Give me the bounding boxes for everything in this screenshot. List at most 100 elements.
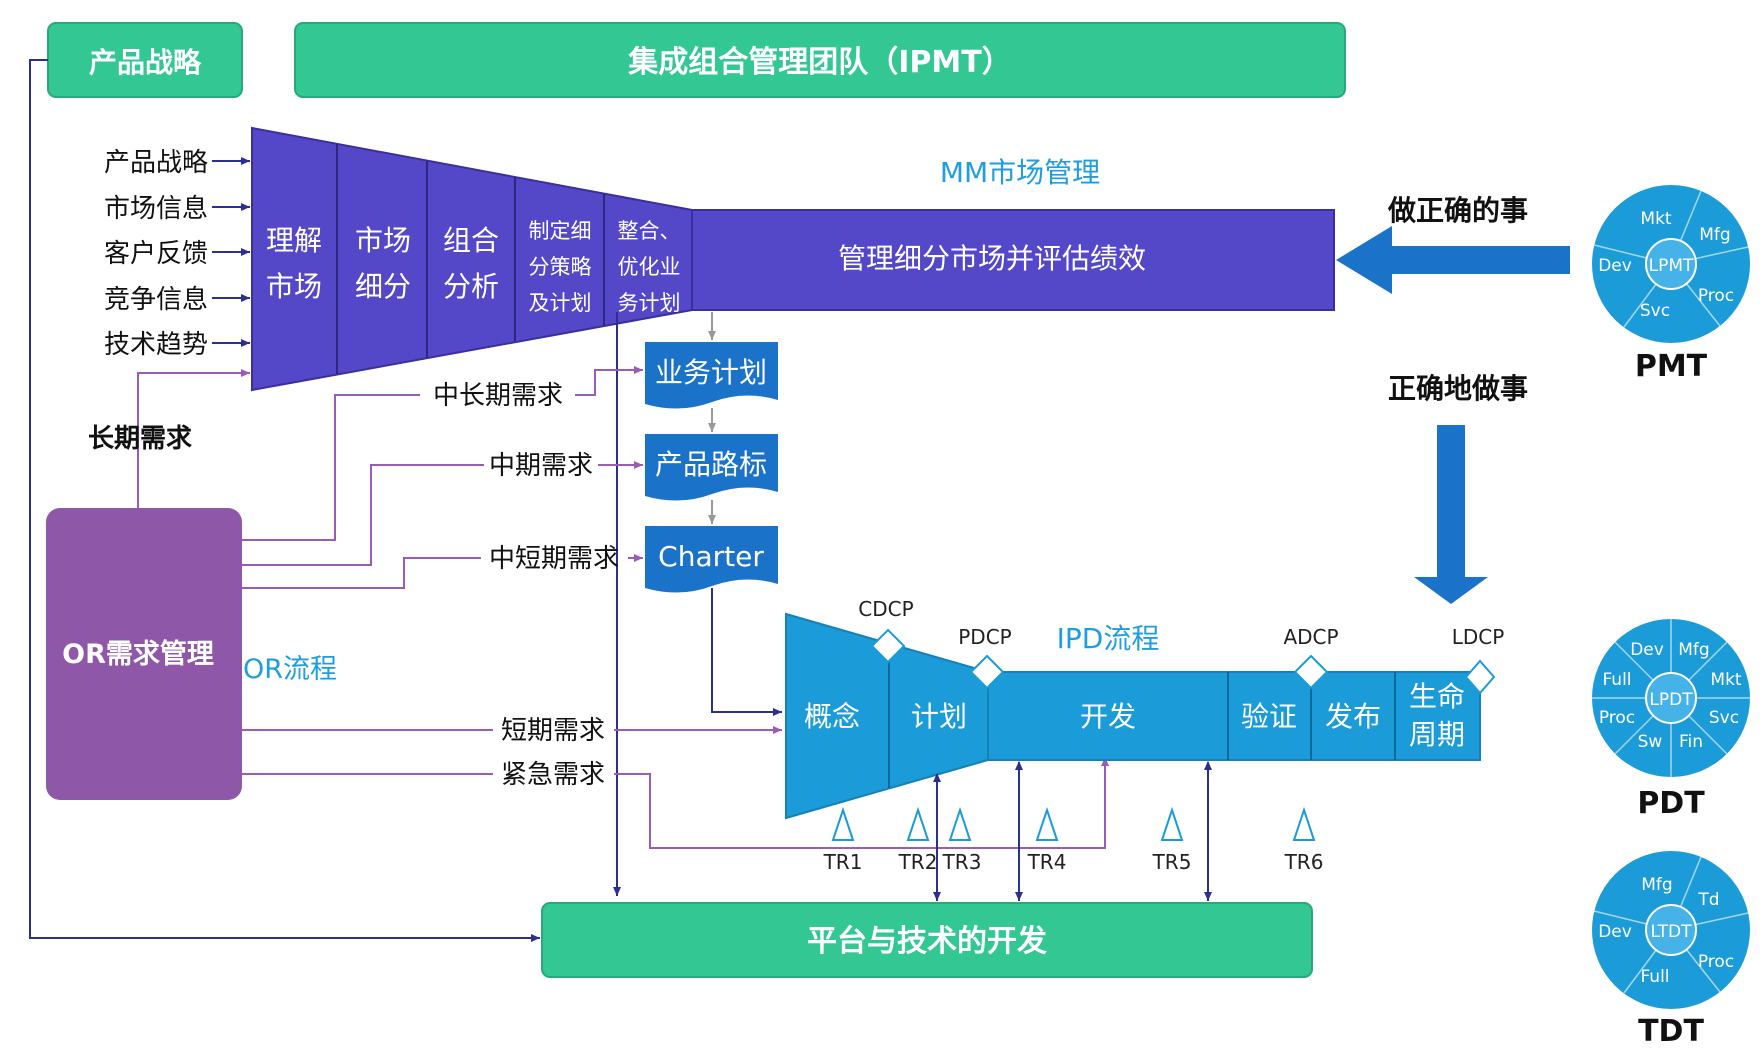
- ipd-bar: [987, 671, 1481, 761]
- tr-label: TR1: [823, 850, 863, 874]
- technical-reviews: TR1 TR2 TR3 TR4 TR5 TR6: [823, 806, 1324, 874]
- tr6-triangle: [1292, 806, 1316, 841]
- decision-label: CDCP: [858, 597, 913, 621]
- mid-long-label: 中长期需求: [433, 381, 563, 411]
- demand-labels: 中长期需求 中期需求 中短期需求 短期需求 紧急需求: [433, 381, 619, 790]
- mm-stage-1-line: 市场: [266, 270, 322, 303]
- pmt-item: Dev: [1598, 256, 1632, 276]
- mm-title: MM市场管理: [940, 156, 1100, 189]
- mid-short-label: 中短期需求: [489, 544, 619, 574]
- platform-box: [541, 902, 1313, 978]
- mm-stage-4-line: 制定细: [529, 219, 592, 243]
- pmt-item: Mkt: [1640, 209, 1672, 229]
- tr5-triangle: [1160, 806, 1184, 841]
- mm-bar-label: 管理细分市场并评估绩效: [838, 242, 1146, 275]
- pdt-center: LPDT: [1649, 690, 1693, 710]
- tdt-item: Dev: [1598, 922, 1632, 942]
- mm-stage-2-line: 细分: [355, 270, 411, 303]
- ipd-stage-labels: 概念 计划 开发 验证 发布 生命 周期: [804, 680, 1465, 751]
- adcp-diamond: [1293, 654, 1329, 690]
- mm-stage-labels: 理解 市场 市场 细分 组合 分析 制定细 分策略 及计划 整合、 优化业 务计…: [266, 219, 681, 315]
- product-strategy-label: 产品战略: [89, 46, 202, 79]
- tdt-item: Proc: [1698, 952, 1734, 972]
- mm-stage-5-line: 务计划: [618, 291, 681, 315]
- pdt-item: Full: [1602, 670, 1631, 690]
- pdt-circle: LPDT Dev Mfg Mkt Svc Fin Sw Proc Full: [1592, 619, 1750, 777]
- down-arrow-icon: [1414, 425, 1488, 604]
- or-management-label: OR需求管理: [62, 639, 214, 670]
- pmt-circle: LPMT Mkt Mfg Proc Svc Dev: [1592, 185, 1750, 343]
- decision-label: LDCP: [1452, 625, 1505, 649]
- charter-label: Charter: [658, 540, 764, 573]
- mm-stage-4-line: 及计划: [529, 291, 592, 315]
- input-item: 技术趋势: [104, 330, 208, 360]
- input-item: 市场信息: [104, 194, 208, 224]
- roadmap-doc: [645, 434, 778, 501]
- mm-stage-2-line: 市场: [355, 224, 411, 257]
- tr3-triangle: [948, 806, 972, 841]
- pdcp-diamond: [969, 654, 1005, 690]
- decision-label: ADCP: [1283, 625, 1338, 649]
- ipd-stage: 验证: [1241, 700, 1297, 733]
- pmt-center: LPMT: [1649, 256, 1694, 276]
- pmt-item: Mfg: [1699, 225, 1730, 245]
- ipd-stage: 开发: [1080, 700, 1136, 733]
- pdt-item: Svc: [1709, 708, 1739, 728]
- ipmt-box: [294, 22, 1346, 98]
- pmt-item: Proc: [1698, 286, 1734, 306]
- mm-dividers: [336, 144, 605, 374]
- pdt-item: Dev: [1630, 640, 1664, 660]
- business-plan-label: 业务计划: [655, 356, 767, 389]
- mm-stage-3-line: 组合: [443, 224, 499, 257]
- tr-label: TR6: [1284, 850, 1324, 874]
- charter-doc: [645, 526, 778, 593]
- decision-points: CDCP PDCP ADCP LDCP: [858, 597, 1505, 695]
- tr-label: TR5: [1152, 850, 1192, 874]
- ldcp-diamond: [1464, 659, 1496, 695]
- do-rightly-label: 正确地做事: [1388, 372, 1528, 405]
- inputs-list: 产品战略 市场信息 客户反馈 竞争信息 技术趋势: [104, 148, 250, 360]
- tdt-item: Full: [1640, 967, 1669, 987]
- mm-stage-5-line: 优化业: [618, 255, 681, 279]
- tr2-triangle: [906, 806, 930, 841]
- cdcp-diamond: [870, 628, 906, 664]
- input-item: 客户反馈: [104, 239, 208, 269]
- pdt-item: Mkt: [1710, 670, 1742, 690]
- pmt-label: PMT: [1635, 349, 1708, 384]
- ipd-stage: 概念: [804, 700, 860, 733]
- input-item: 竞争信息: [104, 285, 208, 315]
- tdt-item: Mfg: [1641, 875, 1672, 895]
- demand-lines: [242, 366, 1109, 849]
- ipd-title: IPD流程: [1057, 622, 1160, 655]
- pmt-item: Svc: [1640, 301, 1670, 321]
- pdt-item: Fin: [1679, 732, 1703, 752]
- pdt-item: Sw: [1638, 732, 1663, 752]
- short-label: 短期需求: [501, 716, 605, 746]
- ipd-stage: 计划: [911, 700, 967, 733]
- left-arrow-icon: [1336, 226, 1570, 294]
- tdt-circle: LTDT Mfg Td Proc Full Dev: [1592, 851, 1750, 1009]
- platform-label: 平台与技术的开发: [807, 924, 1047, 959]
- tr1-triangle: [831, 806, 855, 841]
- business-plan-doc: [645, 342, 778, 409]
- docs-column: 业务计划 产品路标 Charter: [645, 312, 778, 593]
- tr-label: TR3: [942, 850, 982, 874]
- tdt-center: LTDT: [1651, 922, 1693, 942]
- ipd-lifecycle-line: 生命: [1409, 680, 1465, 713]
- mm-stage-4-line: 分策略: [529, 255, 592, 279]
- charter-to-ipd-line: [711, 588, 782, 716]
- input-item: 产品战略: [104, 148, 208, 178]
- tr-label: TR4: [1027, 850, 1067, 874]
- ipmt-label: 集成组合管理团队（IPMT）: [627, 45, 1011, 80]
- strategy-to-platform-line: [29, 59, 540, 942]
- mm-bar: [691, 209, 1335, 311]
- tr-label: TR2: [898, 850, 938, 874]
- mm-stage-1-line: 理解: [266, 224, 322, 257]
- mid-label: 中期需求: [489, 451, 593, 481]
- roadmap-label: 产品路标: [655, 448, 767, 481]
- decision-label: PDCP: [958, 625, 1012, 649]
- pdt-item: Mfg: [1678, 640, 1709, 660]
- mm-stage-5-line: 整合、: [618, 219, 681, 243]
- or-flow-label: OR流程: [243, 654, 337, 685]
